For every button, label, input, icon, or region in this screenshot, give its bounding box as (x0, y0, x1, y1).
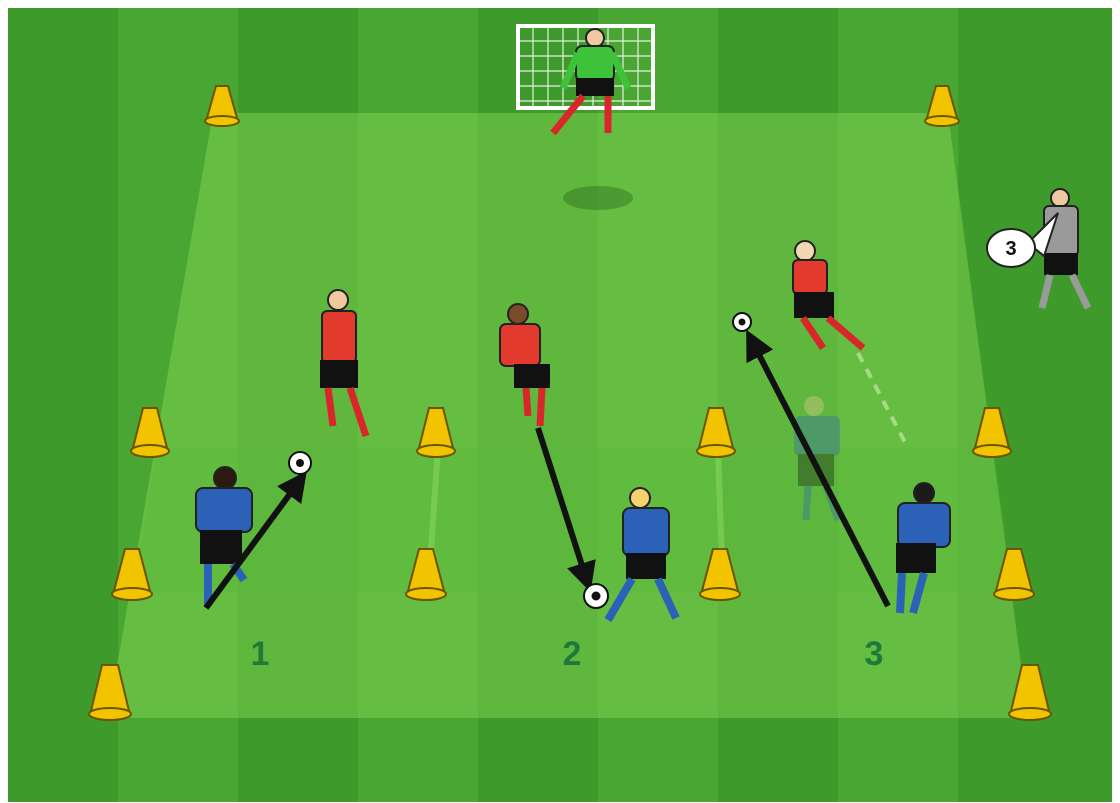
coach-callout-label: 3 (1005, 238, 1016, 260)
ball-icon (733, 313, 751, 331)
pitch-illustration: 3 (8, 8, 1112, 802)
ball-icon (584, 584, 608, 608)
zone-label-2: 2 (563, 635, 582, 673)
ball-icon (289, 452, 311, 474)
drill-diagram: 3 (8, 8, 1112, 802)
zone-label-3: 3 (865, 635, 884, 673)
zone-label-1: 1 (251, 635, 270, 673)
